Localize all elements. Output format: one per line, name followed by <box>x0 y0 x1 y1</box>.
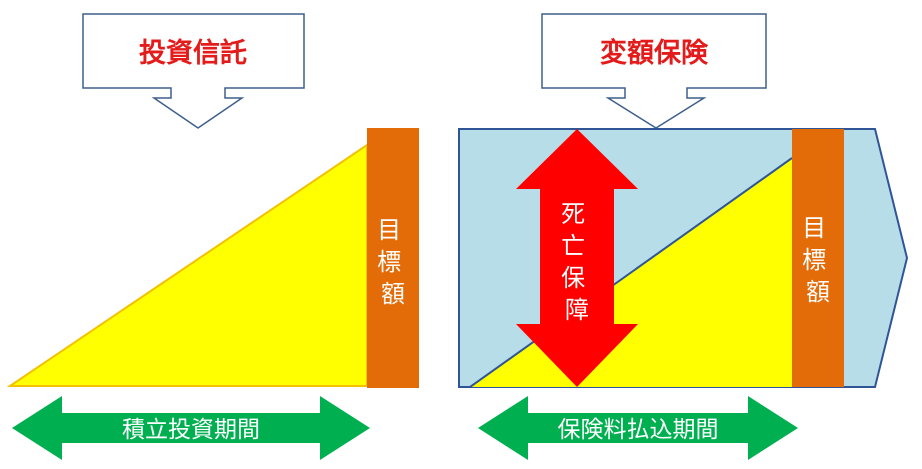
death-benefit-arrow <box>516 129 638 387</box>
left-target-char-2: 標 <box>377 248 401 276</box>
left-period-label: 積立投資期間 <box>122 417 260 443</box>
right-target-char-2: 標 <box>802 246 826 274</box>
left-target-bar <box>367 128 419 388</box>
death-benefit-char-4: 障 <box>565 296 589 324</box>
left-callout-label: 投資信託 <box>139 37 247 69</box>
right-callout <box>541 13 767 129</box>
right-growth-diagonal <box>469 157 793 388</box>
left-panel: 投資信託 目 標 額 積立投資期間 <box>6 13 419 460</box>
left-target-char-1: 目 <box>377 216 401 244</box>
right-target-label: 目 標 額 <box>802 214 834 306</box>
left-target-char-3: 額 <box>381 280 405 308</box>
death-benefit-char-2: 亡 <box>561 232 585 260</box>
death-benefit-char-1: 死 <box>561 200 585 228</box>
right-period-arrow <box>478 396 798 460</box>
right-period-label: 保険料払込期間 <box>558 417 719 443</box>
right-target-char-3: 額 <box>806 278 830 306</box>
left-target-label: 目 標 額 <box>377 216 409 308</box>
left-growth-triangle <box>6 143 368 387</box>
right-panel: 変額保険 目 標 額 死 亡 保 障 保険料払込期間 <box>458 13 909 460</box>
right-target-bar <box>792 129 844 387</box>
left-callout <box>82 13 305 129</box>
death-benefit-label: 死 亡 保 障 <box>561 200 593 324</box>
death-benefit-char-3: 保 <box>561 264 585 292</box>
left-period-arrow <box>12 396 370 460</box>
right-target-char-1: 目 <box>802 214 826 242</box>
right-callout-label: 変額保険 <box>600 37 709 69</box>
